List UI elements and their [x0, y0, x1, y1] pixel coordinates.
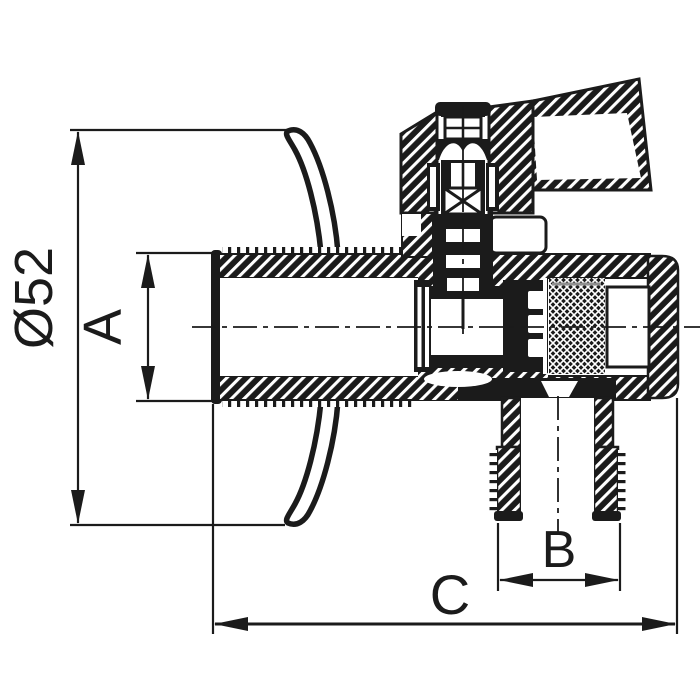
stem-shaft-line	[461, 163, 465, 188]
outlet-wall-left	[495, 445, 523, 518]
outlet-thread-left	[489, 450, 497, 512]
dim-d-arrow-down	[71, 490, 85, 524]
nut-knurl	[549, 278, 605, 374]
dim-c-arrow-left	[214, 617, 248, 631]
dim-a-arrow-up	[141, 254, 155, 288]
stem-flange-right-slot	[489, 167, 495, 207]
dimension-c	[211, 398, 679, 634]
dimension-label-c: C	[430, 563, 470, 626]
outlet-passage	[541, 381, 578, 397]
dimension-diameter	[70, 128, 289, 527]
handle-lever	[399, 77, 653, 215]
bonnet-hex-flat	[488, 215, 548, 255]
outlet-thread-right	[618, 450, 626, 512]
dim-d-arrow-up	[71, 131, 85, 165]
olive-ring-2	[528, 315, 547, 333]
dim-a-arrow-down	[141, 366, 155, 400]
outlet-foot-left	[494, 511, 523, 521]
dimension-b	[496, 523, 622, 591]
dimension-label-b: B	[542, 521, 577, 579]
stem-collar-arcs	[439, 143, 487, 160]
handle-lever-face	[533, 113, 641, 180]
inlet-end-face	[211, 250, 222, 404]
inlet-thread-bottom	[222, 399, 414, 407]
inlet-thread-top	[222, 247, 414, 255]
body-nut-gap	[543, 278, 547, 374]
stem-flange-left-slot	[430, 167, 436, 207]
outlet-neck-left	[500, 396, 523, 449]
stem-assembly	[427, 102, 499, 298]
olive-ring-3	[528, 339, 547, 357]
olive-ring-1	[528, 291, 547, 309]
outlet-neck-right	[592, 396, 615, 449]
dimension-a	[136, 251, 216, 403]
outlet-wall-right	[592, 445, 620, 518]
dimension-label-a: A	[73, 309, 133, 345]
dim-b-arrow-left	[499, 573, 533, 587]
lower-cavity	[424, 371, 492, 387]
dim-b-arrow-right	[585, 573, 619, 587]
dimension-label-diameter: Ø52	[4, 247, 64, 349]
bonnet-left-notch	[402, 214, 421, 236]
compression-nut	[549, 254, 680, 400]
centerlines	[192, 106, 700, 534]
outlet-foot-right	[592, 511, 621, 521]
dim-c-arrow-right	[642, 617, 676, 631]
